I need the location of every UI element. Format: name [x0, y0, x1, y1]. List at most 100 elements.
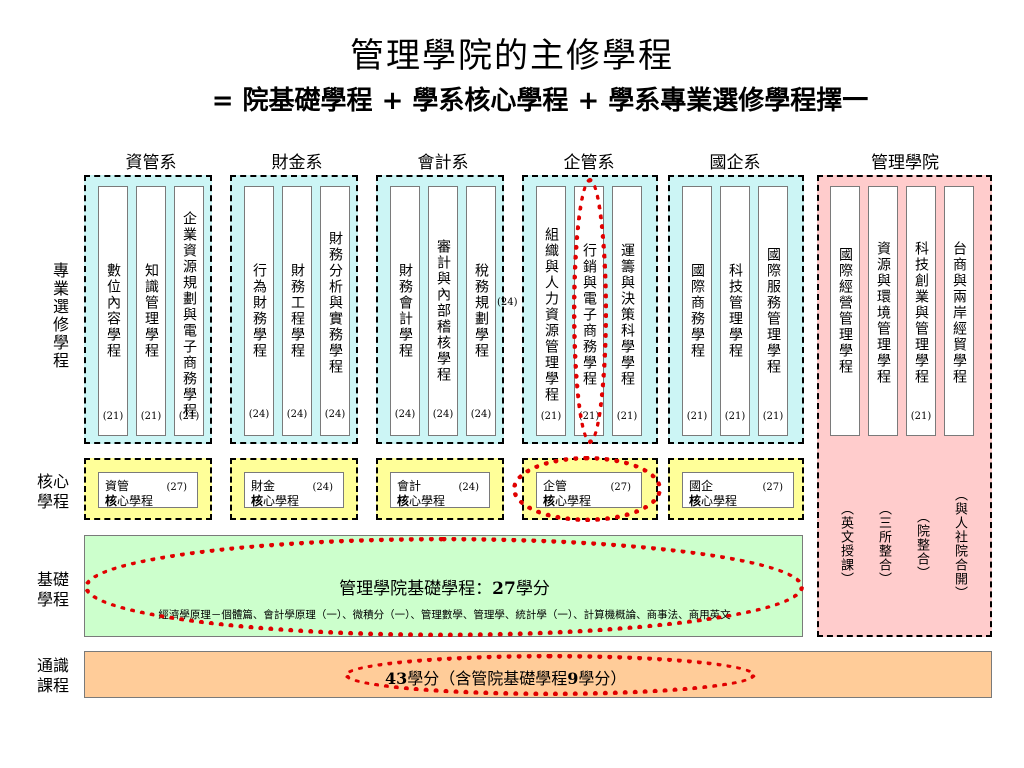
program-column: 組織與人力資源管理學程 (21) — [536, 186, 566, 436]
foundation-title: 管理學院基礎學程：27學分 — [339, 579, 550, 599]
core-group-im: 資管 核心學程 (27) — [84, 458, 212, 520]
core-group-business: 企管 核心學程 (27) — [522, 458, 658, 520]
program-column: 行為財務學程 (24) — [244, 186, 274, 436]
program-column: 運籌與決策科學學程 (21) — [612, 186, 642, 436]
program-column: 企業資源規劃與電子商務學程 (21) — [174, 186, 204, 436]
program-column: 知識管理學程 (21) — [136, 186, 166, 436]
program-column: 科技創業與管理學程 (21) — [906, 186, 936, 436]
core-credits: (24) — [312, 482, 333, 493]
core-group-intl: 國企 核心學程 (27) — [668, 458, 804, 520]
program-name: 科技管理學程 — [727, 263, 743, 359]
core-dept-label: 會計 — [397, 479, 422, 493]
program-credits: (24) — [394, 409, 416, 420]
core-program-box: 資管 核心學程 (27) — [98, 472, 198, 508]
program-name: 數位內容學程 — [105, 263, 121, 359]
program-name: 國際經營管理學程 — [837, 247, 853, 375]
program-credits: (21) — [724, 411, 746, 422]
program-credits: (21) — [102, 411, 124, 422]
foundation-courses: 經濟學原理－個體篇、會計學原理（一）、微積分（一）、管理數學、管理學、統計學（一… — [158, 609, 731, 621]
core-program-label: 核心學程 — [251, 494, 300, 508]
program-credits: (21) — [578, 411, 600, 422]
row-label-general: 通識課程 — [36, 656, 69, 695]
row-label-core: 核心學程 — [36, 472, 69, 511]
program-credits: (21) — [140, 411, 162, 422]
row-label-elective: 專業選修學程 — [50, 262, 69, 370]
program-name: 財務分析與實務學程 — [327, 231, 343, 375]
program-column: 行銷與電子商務學程 (21) — [574, 186, 604, 436]
general-education-box: 43學分（含管院基礎學程9學分） — [84, 651, 992, 698]
core-credits: (27) — [166, 482, 187, 493]
program-name: 國際商務學程 — [689, 263, 705, 359]
program-name: 財務會計學程 — [397, 263, 413, 359]
core-dept-label: 財金 — [251, 479, 276, 493]
general-education-text: 43學分（含管院基礎學程9學分） — [385, 669, 627, 688]
program-credits: (21) — [686, 411, 708, 422]
program-column: 數位內容學程 (21) — [98, 186, 128, 436]
program-name: 組織與人力資源管理學程 — [543, 227, 559, 403]
core-group-finance: 財金 核心學程 (24) — [230, 458, 358, 520]
core-program-box: 會計 核心學程 (24) — [390, 472, 490, 508]
core-dept-label: 資管 — [105, 479, 130, 493]
row-label-foundation: 基礎學程 — [36, 570, 69, 609]
core-program-label: 核心學程 — [689, 494, 738, 508]
program-credits: (24) — [248, 409, 270, 420]
core-dept-label: 企管 — [543, 479, 568, 493]
program-name: 行銷與電子商務學程 — [581, 243, 597, 387]
program-name: 知識管理學程 — [143, 263, 159, 359]
program-column: 科技管理學程 (21) — [720, 186, 750, 436]
program-column: 台商與兩岸經貿學程 — [944, 186, 974, 436]
program-note: （三所整合） — [876, 502, 891, 586]
college-header: 管理學院 — [871, 153, 939, 173]
program-name: 企業資源規劃與電子商務學程 — [181, 211, 197, 419]
program-credits: (24) — [324, 409, 346, 420]
program-column: 財務分析與實務學程 (24) — [320, 186, 350, 436]
program-note: （與人社院合開） — [952, 488, 967, 600]
page-title: 管理學院的主修學程 — [350, 36, 674, 76]
program-name: 審計與內部稽核學程 — [435, 239, 451, 383]
program-name: 稅務規劃學程 — [473, 263, 489, 359]
program-name: 國際服務管理學程 — [765, 247, 781, 375]
program-credits: (24) — [470, 409, 492, 420]
core-credits: (27) — [610, 482, 631, 493]
program-credits: (21) — [178, 411, 200, 422]
core-program-label: 核心學程 — [543, 494, 592, 508]
core-program-box: 國企 核心學程 (27) — [682, 472, 794, 508]
dept-header-accounting: 會計系 — [417, 153, 469, 173]
core-credits: (27) — [762, 482, 783, 493]
core-program-label: 核心學程 — [105, 494, 154, 508]
dept-header-intl: 國企系 — [709, 153, 761, 173]
dept-header-finance: 財金系 — [271, 153, 323, 173]
program-credits: (21) — [762, 411, 784, 422]
program-name: 資源與環境管理學程 — [875, 241, 891, 385]
page-subtitle: = 院基礎學程 + 學系核心學程 + 學系專業選修學程擇一 — [211, 86, 869, 116]
program-column: 國際服務管理學程 (21) — [758, 186, 788, 436]
program-note: （英文授課） — [838, 502, 853, 586]
program-credits: (24) — [432, 409, 454, 420]
dept-header-im: 資管系 — [125, 153, 177, 173]
core-program-label: 核心學程 — [397, 494, 446, 508]
program-credits: (21) — [540, 411, 562, 422]
core-group-accounting: 會計 核心學程 (24) — [376, 458, 504, 520]
program-column: 財務工程學程 (24) — [282, 186, 312, 436]
foundation-box: 管理學院基礎學程：27學分 經濟學原理－個體篇、會計學原理（一）、微積分（一）、… — [84, 535, 803, 637]
program-note: （院整合） — [914, 510, 929, 580]
program-column: 資源與環境管理學程 — [868, 186, 898, 436]
program-column: 國際商務學程 (21) — [682, 186, 712, 436]
program-column: 稅務規劃學程 (24) — [466, 186, 496, 436]
core-program-box: 財金 核心學程 (24) — [244, 472, 344, 508]
program-column: 國際經營管理學程 — [830, 186, 860, 436]
core-dept-label: 國企 — [689, 479, 714, 493]
core-credits: (24) — [458, 482, 479, 493]
program-credits: (21) — [910, 411, 932, 422]
program-credits: (21) — [616, 411, 638, 422]
extra-credit-note: (24) — [497, 297, 518, 308]
program-column: 財務會計學程 (24) — [390, 186, 420, 436]
dept-header-business: 企管系 — [563, 153, 615, 173]
program-name: 台商與兩岸經貿學程 — [951, 241, 967, 385]
program-name: 運籌與決策科學學程 — [619, 243, 635, 387]
program-name: 科技創業與管理學程 — [913, 241, 929, 385]
program-name: 行為財務學程 — [251, 263, 267, 359]
program-credits: (24) — [286, 409, 308, 420]
program-name: 財務工程學程 — [289, 263, 305, 359]
program-column: 審計與內部稽核學程 (24) — [428, 186, 458, 436]
